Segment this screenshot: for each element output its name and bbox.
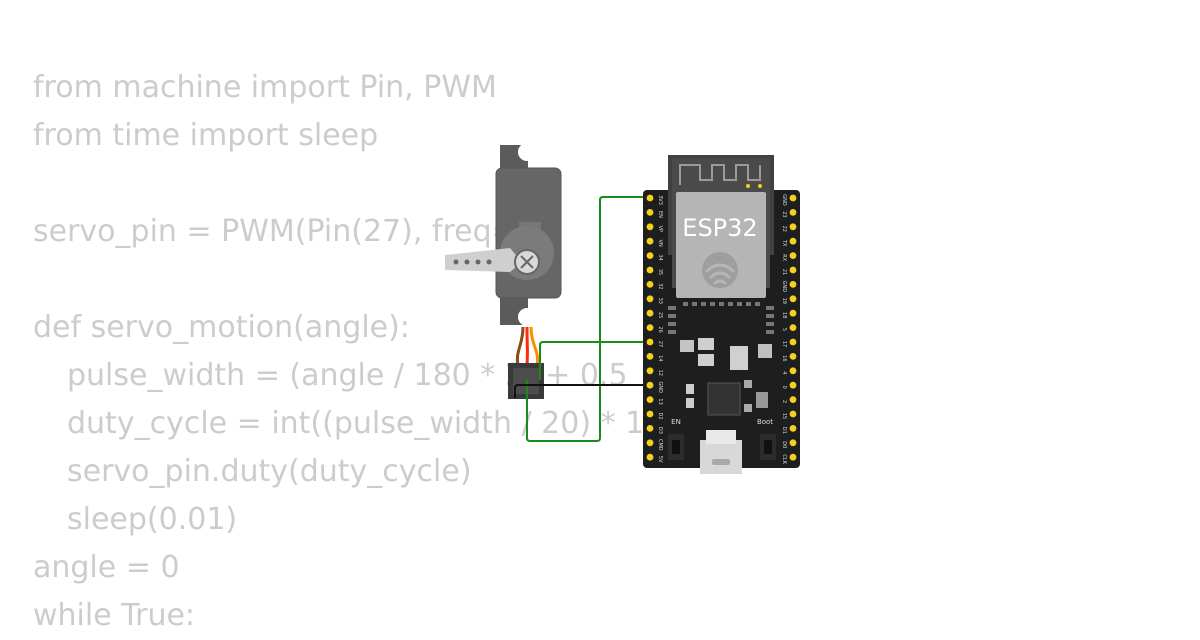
wire-signal	[539, 341, 646, 380]
pin-left-26[interactable]	[646, 324, 654, 331]
pin-label: 5	[781, 328, 787, 331]
pin-left-35[interactable]	[646, 266, 654, 274]
pin-label: 27	[657, 341, 663, 347]
pin-label: 25	[657, 312, 663, 318]
code-line: angle = 0	[33, 550, 180, 585]
code-line: def servo_motion(angle):	[33, 310, 410, 345]
pin-right-0[interactable]	[789, 381, 797, 389]
pin-label: GND	[657, 381, 663, 393]
pin-label: GND	[781, 194, 787, 206]
pin-label: D3	[657, 427, 663, 434]
pin-left-vn[interactable]	[646, 237, 654, 245]
pin-label: 2	[781, 400, 787, 403]
pin-label: 19	[781, 298, 787, 304]
pin-label: 23	[781, 211, 787, 217]
code-line: from machine import Pin, PWM	[33, 70, 497, 105]
code-line: sleep(0.01)	[67, 502, 238, 537]
pin-left-gnd[interactable]	[646, 381, 654, 389]
pin-label: GND	[781, 281, 787, 293]
wire-ground	[514, 384, 646, 398]
pin-right-4[interactable]	[789, 367, 797, 375]
pin-label: 21	[781, 269, 787, 275]
pin-right-rx[interactable]	[789, 252, 797, 259]
pin-right-tx[interactable]	[789, 237, 797, 245]
esp32-board[interactable]: ESP32 EN Boot 3	[643, 155, 800, 474]
pin-right-d1[interactable]	[789, 425, 797, 432]
pin-left-en[interactable]	[646, 209, 654, 216]
pin-right-16[interactable]	[789, 353, 797, 360]
pin-label: 3V3	[657, 195, 663, 205]
pin-label: TX	[781, 239, 787, 247]
pin-right-5[interactable]	[789, 324, 797, 331]
servo-motor[interactable]	[445, 143, 562, 326]
pin-label: 14	[657, 355, 663, 361]
pin-label: EN	[657, 211, 663, 218]
pin-right-clk[interactable]	[789, 453, 797, 461]
pin-left-12[interactable]	[646, 367, 654, 375]
pin-right-gnd[interactable]	[789, 281, 797, 288]
pin-right-22[interactable]	[789, 223, 797, 231]
pin-right-19[interactable]	[789, 295, 797, 303]
pin-left-33[interactable]	[646, 295, 654, 303]
en-label: EN	[671, 418, 681, 426]
pin-right-d0[interactable]	[789, 439, 797, 447]
pin-left-32[interactable]	[646, 281, 654, 288]
pin-label: 26	[657, 326, 663, 332]
pin-label: 22	[781, 226, 787, 232]
wire-power	[526, 196, 646, 442]
pin-label: 18	[781, 312, 787, 318]
en-button[interactable]	[668, 434, 684, 460]
pin-right-23[interactable]	[789, 209, 797, 216]
usb-port	[700, 430, 742, 474]
pin-right-21[interactable]	[789, 266, 797, 274]
pin-label: 35	[657, 269, 663, 275]
pin-label: D1	[781, 427, 787, 434]
pin-left-vp[interactable]	[646, 223, 654, 231]
pin-label: 13	[657, 398, 663, 404]
code-line: servo_pin.duty(duty_cycle)	[67, 454, 472, 489]
pin-right-gnd[interactable]	[789, 194, 797, 202]
pin-right-18[interactable]	[789, 309, 797, 317]
pin-label: 5V	[657, 456, 663, 463]
code-line: from time import sleep	[33, 118, 379, 153]
pin-left-5v[interactable]	[646, 453, 654, 461]
espressif-logo-icon	[702, 252, 738, 288]
pin-left-cmd[interactable]	[646, 439, 654, 447]
code-line: while True:	[33, 598, 196, 633]
pin-label: 0	[781, 386, 787, 389]
pin-left-d2[interactable]	[646, 410, 654, 418]
boot-button[interactable]	[760, 434, 776, 460]
pin-label: CMD	[657, 439, 663, 451]
pin-label: 16	[781, 355, 787, 361]
pin-left-3v3[interactable]	[646, 194, 654, 202]
pin-label: 12	[657, 370, 663, 376]
pin-label: 4	[781, 371, 787, 374]
pin-label: VP	[657, 226, 663, 232]
pin-left-25[interactable]	[646, 309, 654, 317]
pin-right-15[interactable]	[789, 410, 797, 418]
pin-label: 34	[657, 254, 663, 260]
pin-label: VN	[657, 240, 663, 247]
pin-left-13[interactable]	[646, 396, 654, 403]
boot-label: Boot	[757, 418, 773, 426]
wires	[514, 196, 646, 442]
pin-left-34[interactable]	[646, 252, 654, 259]
pin-label: D2	[657, 412, 663, 419]
pin-label: 33	[657, 298, 663, 304]
pin-left-27[interactable]	[646, 338, 654, 346]
board-label: ESP32	[682, 214, 757, 242]
pin-label: 15	[781, 413, 787, 419]
pin-label: RX	[781, 254, 787, 261]
pin-left-d3[interactable]	[646, 425, 654, 432]
pin-right-2[interactable]	[789, 396, 797, 403]
pin-right-17[interactable]	[789, 338, 797, 346]
pin-label: D0	[781, 441, 787, 448]
pin-left-14[interactable]	[646, 353, 654, 360]
pin-label: 17	[781, 341, 787, 347]
pin-label: CLK	[781, 454, 787, 464]
pin-label: 32	[657, 283, 663, 289]
